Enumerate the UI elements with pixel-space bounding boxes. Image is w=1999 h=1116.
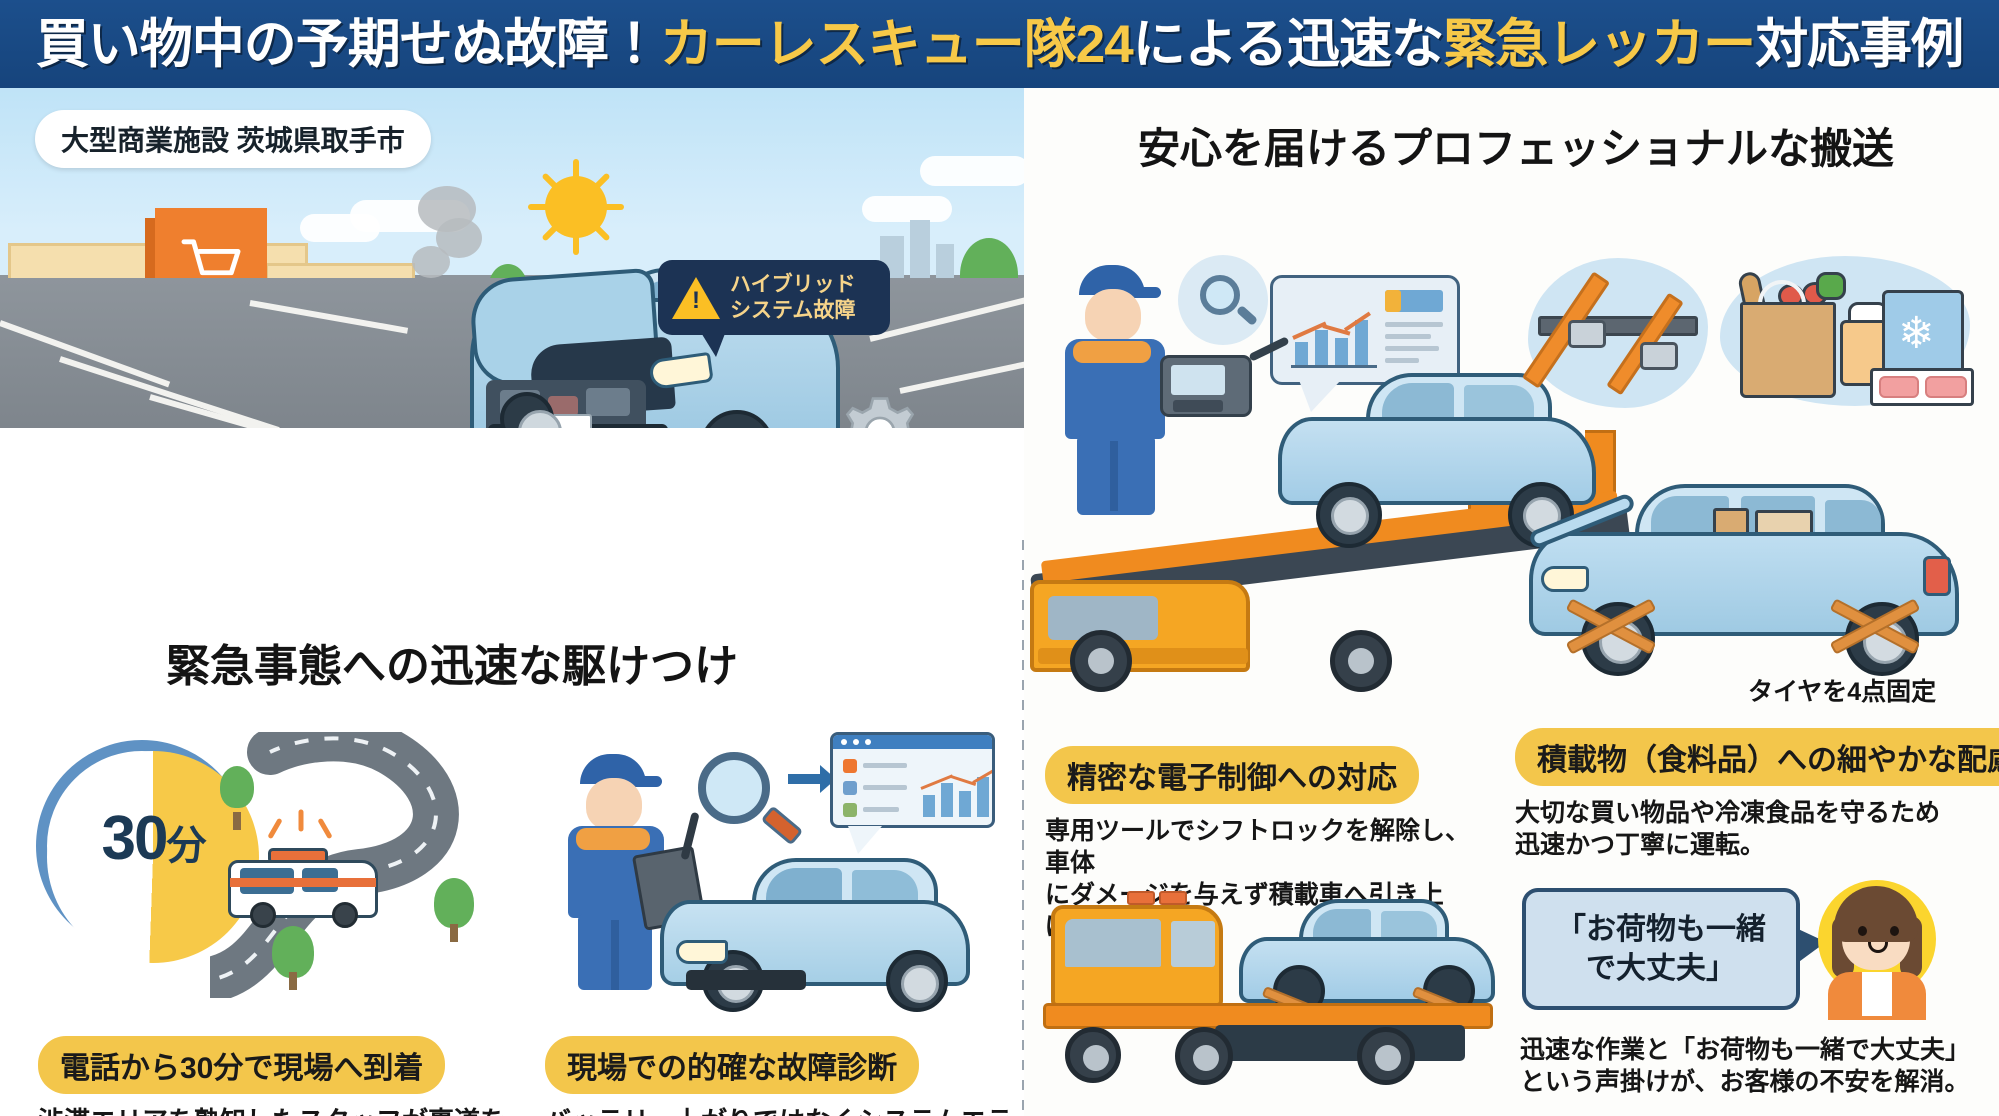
scan-result-bubble [1270,275,1460,412]
caption-electronics: 精密な電子制御への対応 専用ツールでシフトロックを解除し、車体 にダメージを与え… [1045,746,1485,943]
cloud-icon [300,214,380,242]
lettuce-icon [1816,272,1846,300]
cloud-icon [920,156,1024,186]
truck-beacon-light [1127,891,1155,905]
warning-line-1: ハイブリッド [730,273,856,296]
customer-quote-bubble: 「お荷物も一緒 で大丈夫」 [1522,888,1826,1010]
truck-chassis [1215,1025,1465,1061]
parking-lot-scene: 大型商業施設 茨城県取手市 ! ハイブリッド システム故障 [0,88,1024,428]
road-illustration [210,732,459,998]
tow-truck-cab [1051,905,1223,1007]
caption-diagnosis-body: バッテリー上がりではなくシステムエラー と判断し、即座に積載車での搬送を決定。 [545,1105,1024,1116]
towed-car [1233,899,1503,1024]
caption-electronics-title: 精密な電子制御への対応 [1045,746,1419,804]
caption-diagnosis-title: 現場での的確な故障診断 [545,1036,919,1094]
warning-triangle-icon: ! [672,276,720,319]
warning-tooltip-text: ハイブリッド システム故障 [730,272,856,323]
header-banner: 買い物中の予期せぬ故障！カーレスキュー隊24による迅速な緊急レッカー対応事例 [0,0,1999,88]
truck-wheel [1175,1027,1233,1085]
caption-diagnosis: 現場での的確な故障診断 バッテリー上がりではなくシステムエラー と判断し、即座に… [545,1036,1024,1116]
smoke-puff [412,246,450,278]
secured-car-illustration [1515,470,1985,680]
title-part-3: による迅速な [1132,14,1444,74]
tow-truck-cab [1030,580,1250,672]
clock-icon: 30分 [36,740,259,963]
truck-wheel [1357,1027,1415,1085]
mechanic-head [586,778,642,830]
car-open-hood [468,267,676,419]
diagnostic-scanner-device [1160,355,1252,417]
cloud-icon [862,196,952,222]
arrival-time-illustration: 30分 [22,728,502,1018]
hybrid-failure-warning-tooltip: ! ハイブリッド システム故障 [658,260,890,358]
truck-beacon-light [1159,891,1187,905]
caption-arrival-body: 渋滞エリアを熟知したスタッフが裏道を 駆使し、混雑する週末でも迅速に急行。 [38,1105,506,1116]
car-wheel [500,392,562,428]
magnifier-icon [698,752,770,824]
caption-arrival: 電話から30分で現場へ到着 渋滞エリアを熟知したスタッフが裏道を 駆使し、混雑す… [38,1036,506,1116]
column-divider [1022,540,1025,1116]
rescue-vehicle-icon [228,809,378,930]
title-part-1: 買い物中の予期せぬ故障！ [35,14,661,74]
inspection-bubble [1178,255,1268,345]
page-title: 買い物中の予期せぬ故障！カーレスキュー隊24による迅速な緊急レッカー対応事例 [35,14,1964,74]
car-wheel [1316,482,1382,548]
grocery-bag-icon [1740,302,1836,398]
skyline-building [910,220,930,292]
mechanic-head [1085,289,1141,341]
caption-customer-relief: 迅速な作業と「お荷物も一緒で大丈夫」 という声掛けが、お客様の不安を解消。 [1520,1030,1990,1098]
diagnosed-car-illustration [650,844,980,1012]
title-part-2: カーレスキュー隊24 [659,14,1134,74]
meat-tray-icon [1870,368,1974,406]
tree-icon [220,766,254,808]
diagnosis-illustration [530,716,1010,1016]
caption-arrival-title: 電話から30分で現場へ到着 [38,1036,446,1094]
magnifier-icon [1200,275,1240,315]
car-headlight [1541,566,1589,592]
caption-cargo-care-title: 積載物（食料品）への細やかな配慮 [1515,728,1999,786]
location-badge: 大型商業施設 茨城県取手市 [35,110,431,168]
tree-icon [272,926,314,978]
sun-icon [541,172,611,242]
truck-wheel [1065,1027,1121,1083]
frozen-food-icon [1882,290,1964,382]
groceries-icon-group: ❄ [1720,250,1980,410]
clock-value: 30分 [101,804,207,873]
diagnostic-report-card [830,732,995,828]
left-column: 大型商業施設 茨城県取手市 ! ハイブリッド システム故障 緊急事態への迅速な駆… [0,88,1024,1116]
tree-icon [434,878,474,928]
caption-cargo-care: 積載物（食料品）への細やかな配慮 大切な買い物品や冷凍食品を守るため 迅速かつ丁… [1515,728,1999,861]
title-part-4: 緊急レッカー [1443,14,1756,74]
left-section-heading: 緊急事態への迅速な駆けつけ [158,643,746,690]
caption-customer-relief-body: 迅速な作業と「お荷物も一緒で大丈夫」 という声掛けが、お客様の不安を解消。 [1520,1036,1971,1096]
snowflake-icon: ❄ [1898,309,1935,358]
bag-handle [1758,280,1806,314]
tire-securing-note: タイヤを4点固定 [1748,678,1937,706]
right-section-heading: 安心を届けるプロフェッショナルな搬送 [1130,126,1903,171]
gear-icon [845,397,915,428]
truck-wheel [1070,630,1132,692]
tie-down-straps-icon [1521,258,1718,408]
flatbed-deck [1043,1003,1493,1029]
title-part-5: 対応事例 [1755,14,1964,74]
customer-avatar [1812,876,1942,1020]
mechanic-with-scanner [1055,265,1185,515]
mechanic-figure [558,754,707,990]
truck-wheel [1330,630,1392,692]
warning-line-2: システム故障 [730,298,856,322]
customer-quote-text: 「お荷物も一緒 で大丈夫」 [1556,913,1766,985]
caption-cargo-care-body: 大切な買い物品や冷凍食品を守るため 迅速かつ丁寧に運転。 [1515,799,1941,859]
tow-truck-bottom-illustration [1035,885,1505,1100]
car-taillight [1923,556,1951,596]
arrow-right-icon [788,765,836,793]
